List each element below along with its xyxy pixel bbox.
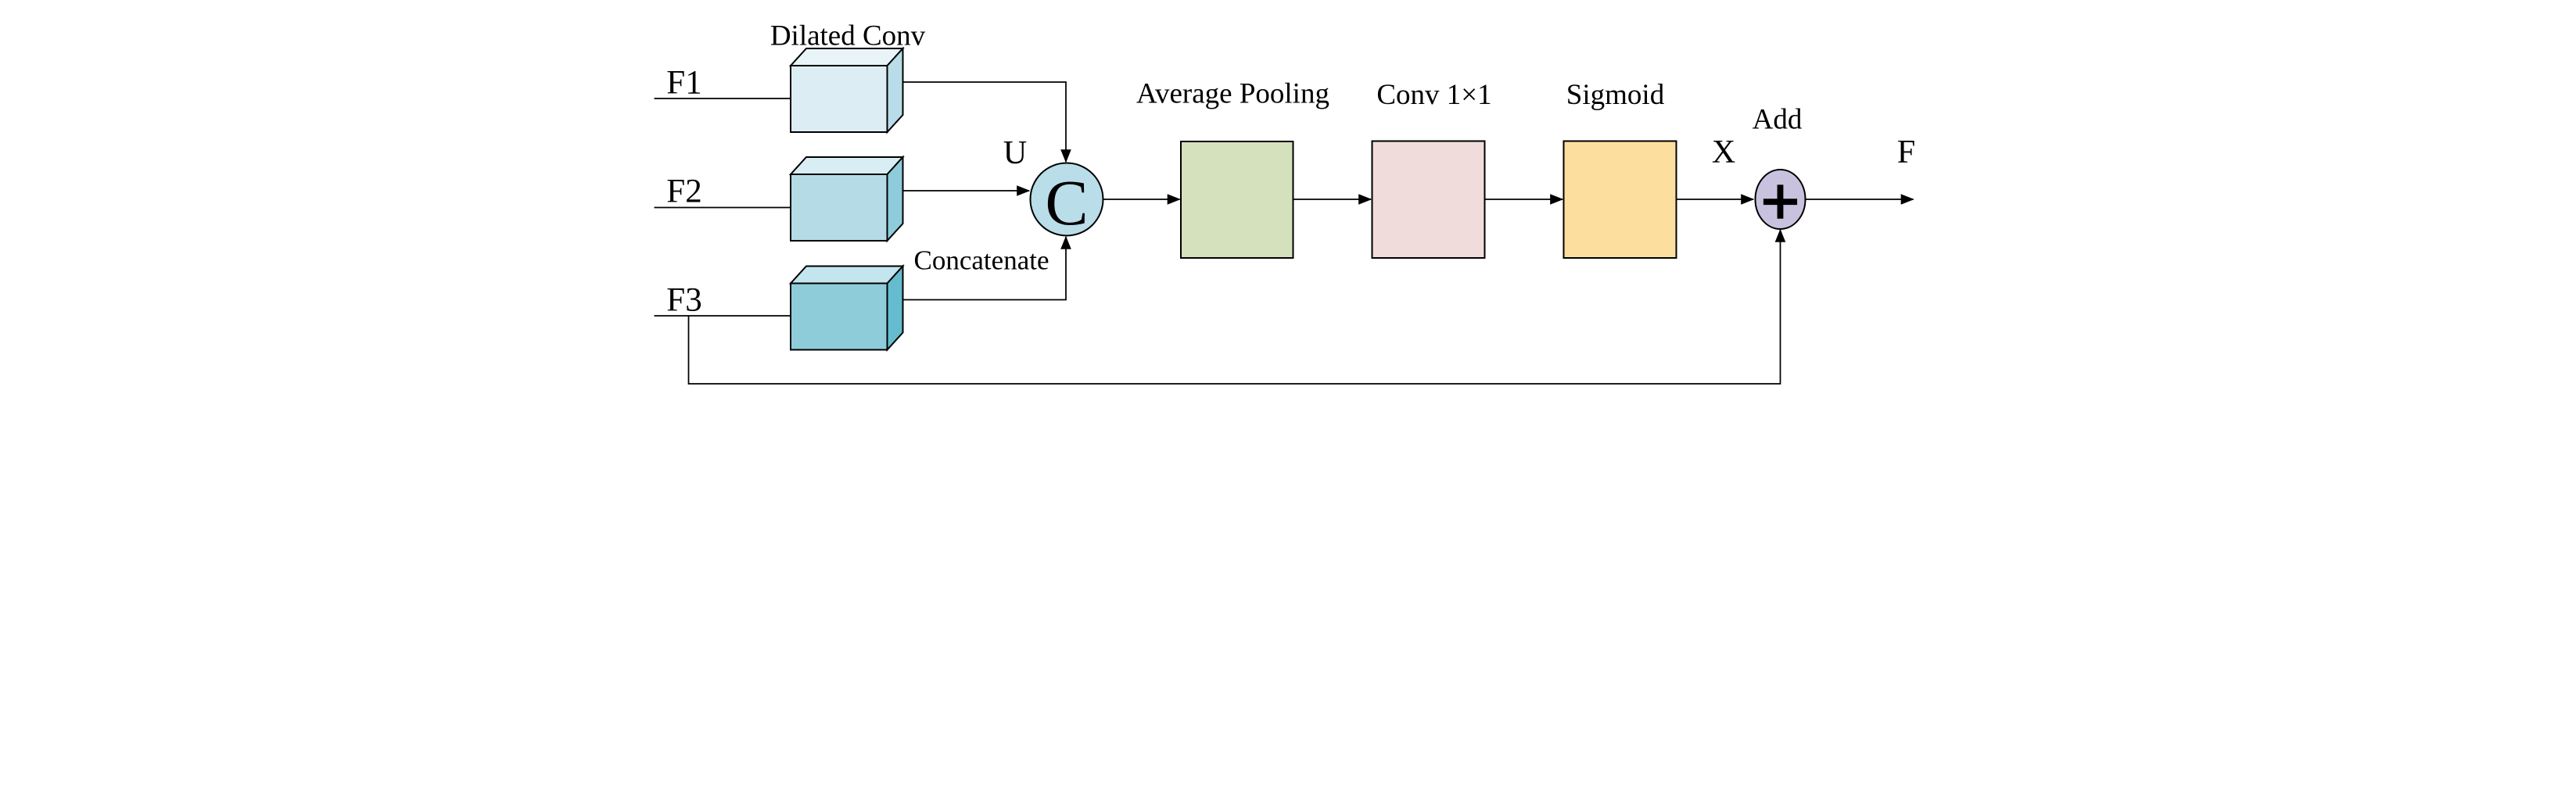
- concat-node-letter: C: [1045, 166, 1088, 238]
- sigmoid-block: [1562, 140, 1677, 259]
- input-label-f2: F2: [666, 174, 701, 210]
- f3-cuboid-top-face: [788, 265, 905, 285]
- add-node: +: [1754, 169, 1806, 231]
- avg-pooling-label: Average Pooling: [1136, 78, 1329, 110]
- conv1x1-label: Conv 1×1: [1376, 79, 1491, 111]
- avg-pooling-block: [1179, 141, 1293, 259]
- skip-connection-line: [687, 228, 1785, 385]
- plus-icon: +: [1759, 172, 1801, 231]
- f3-cuboid-front-face: [789, 282, 888, 351]
- concat-node: C: [1029, 162, 1103, 238]
- f1-to-concat-line: [902, 81, 1071, 163]
- f3-to-concat-line: [902, 235, 1071, 301]
- sigmoid-label: Sigmoid: [1566, 79, 1664, 111]
- architecture-diagram: Dilated Conv F1 F2 F3 U Concatenate C Av…: [654, 20, 1915, 385]
- input-label-f3: F3: [666, 282, 701, 319]
- input-label-f1: F1: [666, 65, 701, 102]
- x-label: X: [1711, 134, 1735, 170]
- f2-cuboid-front-face: [789, 174, 888, 242]
- fusion-module-figure: Dilated Conv F1 F2 F3 U Concatenate C Av…: [644, 0, 1932, 396]
- conv1x1-block: [1371, 140, 1485, 259]
- add-label: Add: [1752, 104, 1802, 136]
- concatenate-label: Concatenate: [913, 245, 1049, 276]
- f2-conv-cuboid: [788, 155, 905, 243]
- f3-conv-cuboid: [788, 263, 905, 353]
- f1-cuboid-front-face: [789, 65, 888, 133]
- f2-cuboid-top-face: [788, 156, 905, 175]
- f1-cuboid-top-face: [788, 48, 905, 66]
- dilated-conv-title: Dilated Conv: [770, 20, 925, 52]
- output-label-f: F: [1896, 134, 1914, 170]
- f1-conv-cuboid: [788, 46, 905, 134]
- u-label: U: [1003, 135, 1026, 171]
